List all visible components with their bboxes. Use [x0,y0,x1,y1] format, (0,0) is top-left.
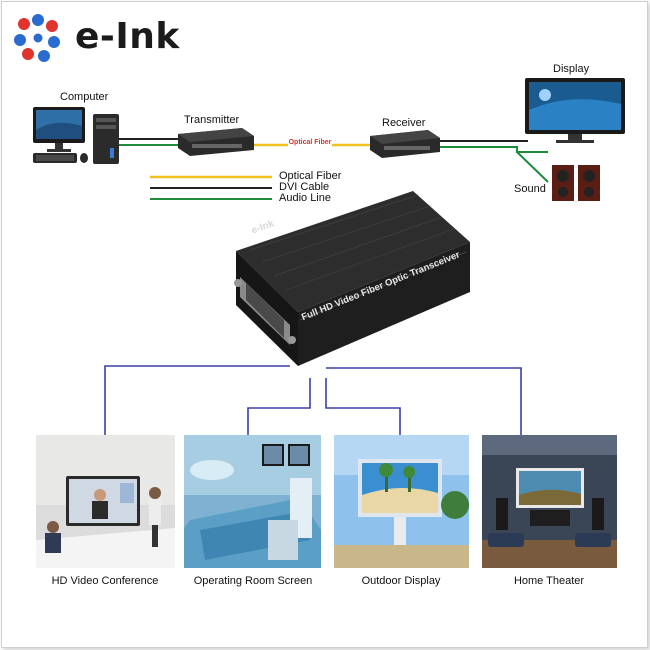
receiver-label: Receiver [382,117,426,129]
computer-monitor-icon [33,107,85,152]
home-theater-photo [482,435,617,568]
application-connector-lines [104,365,522,435]
video-conference-photo [36,435,175,568]
computer-label: Computer [60,91,109,103]
transmitter-device-icon [178,128,254,156]
legend-label-fiber: Optical Fiber [279,170,342,182]
keyboard-icon [33,153,88,163]
optical-fiber-link-label: Optical Fiber [288,139,332,147]
app-label-video-conference: HD Video Conference [51,575,159,587]
transmitter-label: Transmitter [184,114,240,126]
outdoor-display-photo [334,435,469,568]
app-label-operating-room: Operating Room Screen [193,575,313,587]
app-label-home-theater: Home Theater [513,575,585,587]
brand-name: e-Ink [75,16,180,57]
operating-room-photo [184,435,321,568]
computer-tower-icon [93,114,119,164]
logo-mark-icon [14,14,60,62]
legend-label-audio: Audio Line [279,192,331,204]
display-monitor-icon [525,78,625,143]
app-label-outdoor-display: Outdoor Display [361,575,441,587]
sound-label: Sound [514,183,546,195]
speaker-icon [552,165,600,201]
product-device-illustration [234,191,470,366]
receiver-device-icon [370,130,440,158]
display-label: Display [553,63,590,75]
legend-label-dvi: DVI Cable [279,181,330,193]
